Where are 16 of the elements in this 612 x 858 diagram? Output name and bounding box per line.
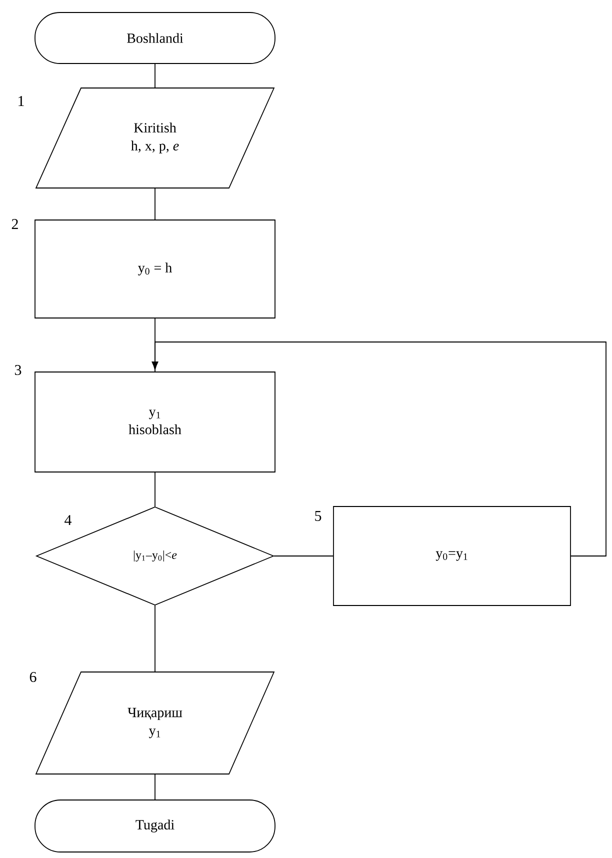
process-box: y$_{1}$ hisoblash — [34, 372, 276, 472]
process-box: y$_{0}$ = h — [34, 220, 276, 318]
connector — [154, 472, 156, 507]
step-number: 1 — [18, 96, 24, 106]
process-box: y$_{0}$=y$_{1}$ — [333, 506, 571, 606]
step-number: 4 — [64, 515, 72, 525]
step-number: 3 — [14, 364, 22, 376]
step-number: 2 — [12, 219, 18, 229]
connector — [154, 64, 156, 88]
connector — [152, 342, 606, 556]
connector — [154, 318, 156, 372]
step-number: 6 — [30, 672, 36, 682]
connector — [154, 188, 156, 220]
connector — [154, 774, 156, 800]
connector — [154, 605, 156, 672]
step-number: 5 — [315, 511, 322, 521]
